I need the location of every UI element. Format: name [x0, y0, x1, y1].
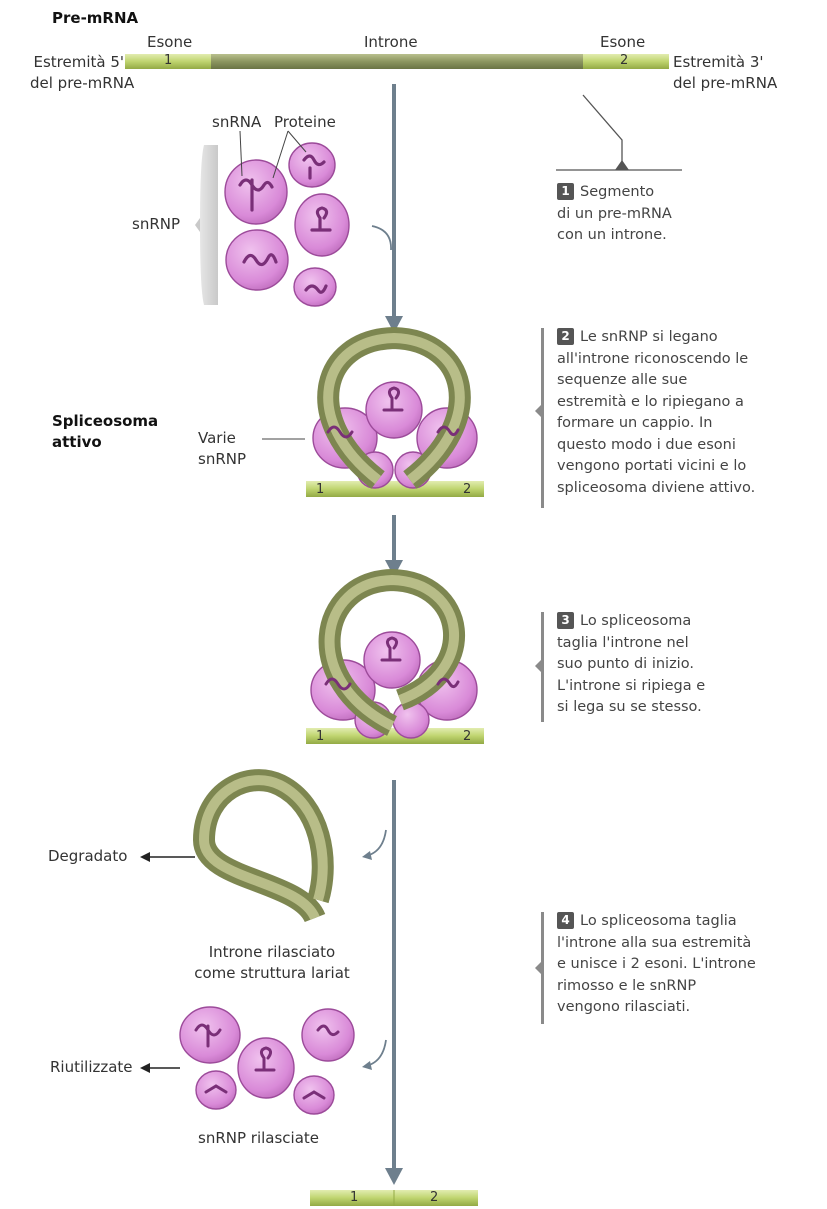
process-arrows	[362, 84, 403, 1185]
exon-1-label: Esone	[147, 33, 193, 51]
step-bars	[535, 328, 544, 1024]
final-exon-1-number: 1	[350, 1190, 359, 1205]
step-1-badge: 1	[557, 183, 574, 200]
released-snrnp-label: snRNP rilasciate	[198, 1129, 320, 1147]
exon-1-bar	[125, 54, 211, 69]
exon-2-label: Esone	[600, 33, 646, 51]
step3-exon-1-number: 1	[316, 729, 325, 744]
proteins-label: Proteine	[274, 113, 336, 131]
spliceosome-cut	[306, 568, 484, 744]
various-snrnp-label: Varie snRNP	[198, 429, 247, 468]
exon-2-bar	[583, 54, 669, 69]
lariat-intron	[192, 769, 334, 924]
released-intron-label: Introne rilasciato come struttura lariat	[194, 943, 350, 982]
reused-label: Riutilizzate	[50, 1058, 133, 1076]
mature-mrna	[310, 1190, 478, 1206]
step2-exon-2-number: 2	[463, 482, 472, 497]
snrnp-label: snRNP	[132, 215, 181, 233]
spliceosome-active	[306, 326, 484, 497]
snrna-label: snRNA	[212, 113, 262, 131]
step-4-badge: 4	[557, 912, 574, 929]
segment-callout	[556, 94, 682, 171]
step2-exon-1-number: 1	[316, 482, 325, 497]
active-spliceosome-label: Spliceosoma attivo	[52, 412, 159, 451]
exon-2-number: 2	[620, 53, 629, 68]
snrnp-particles-released	[179, 1006, 355, 1115]
exon-1-number: 1	[164, 53, 173, 68]
step-3-badge: 3	[557, 612, 574, 629]
intron-label: Introne	[364, 33, 418, 51]
end-3-label: Estremità 3' del pre-mRNA	[673, 53, 778, 92]
reused-arrow	[140, 1063, 180, 1073]
intron-bar	[211, 54, 583, 69]
final-exon-2-number: 2	[430, 1190, 439, 1205]
step-2-badge: 2	[557, 328, 574, 345]
degraded-arrow	[140, 852, 195, 862]
snrnp-bracket	[195, 145, 218, 305]
pre-mrna-strand	[125, 54, 669, 69]
step3-exon-2-number: 2	[463, 729, 472, 744]
snrnp-particles-top	[224, 130, 350, 307]
diagram-title: Pre-mRNA	[52, 9, 139, 27]
degraded-label: Degradato	[48, 847, 128, 865]
end-5-label: Estremità 5' del pre-mRNA	[30, 53, 135, 92]
